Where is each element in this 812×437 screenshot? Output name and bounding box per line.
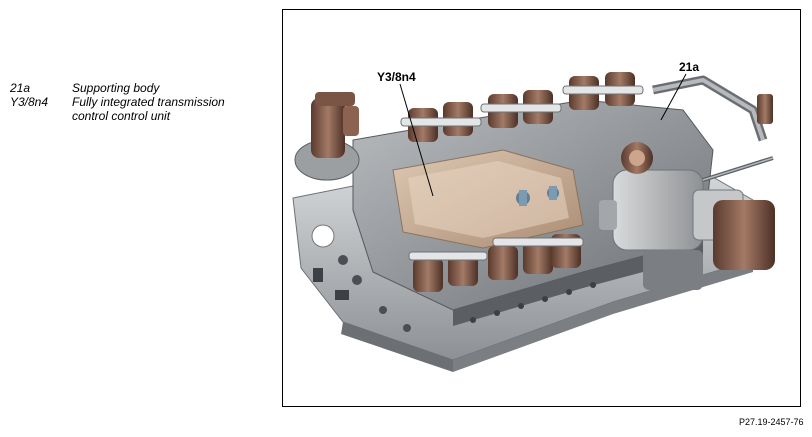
legend-description: Fully integrated transmission control co… [72, 95, 225, 123]
legend-description: Supporting body [72, 81, 160, 95]
legend: 21a Supporting body Y3/8n4 Fully integra… [10, 81, 247, 123]
lower-solenoids [408, 234, 584, 292]
legend-code: Y3/8n4 [10, 95, 49, 109]
callout-21a: 21a [679, 60, 700, 74]
leader-lines [399, 73, 687, 197]
pump-unit [599, 142, 775, 290]
control-unit-housing [392, 149, 584, 249]
callout-y3-8n4: Y3/8n4 [377, 70, 416, 84]
legend-item-21a: 21a Supporting body [10, 81, 247, 95]
electrical-connector [294, 92, 360, 181]
rear-frame [652, 75, 773, 142]
legend-code: 21a [10, 81, 31, 95]
figure-reference-number: P27.19-2457-76 [739, 417, 804, 427]
legend-item-y3-8n4: Y3/8n4 Fully integrated transmission con… [10, 95, 247, 123]
valve-body-illustration [292, 72, 775, 372]
upper-solenoids [400, 72, 644, 142]
figure-frame: Y3/8n4 21a [282, 9, 801, 407]
